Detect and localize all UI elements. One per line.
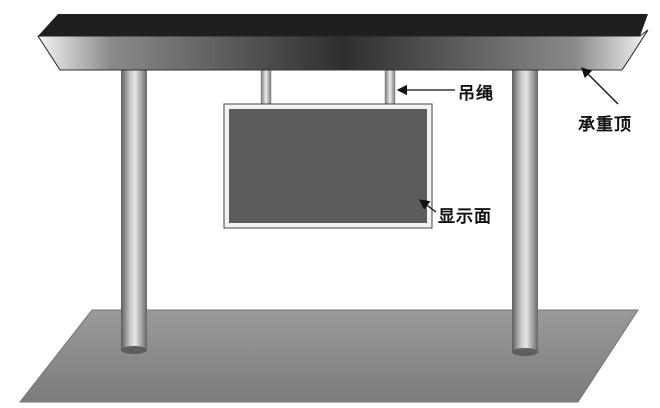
left-pillar	[121, 68, 147, 354]
bearing-roof	[37, 14, 649, 71]
rope-label: 吊绳	[458, 84, 494, 104]
right-pillar	[512, 68, 538, 356]
roof-arrow	[581, 67, 619, 105]
ground-slab	[18, 309, 639, 403]
display-board	[223, 103, 433, 229]
display-arrow	[418, 199, 437, 213]
right-hanging-rod	[384, 67, 396, 107]
roof-label: 承重顶	[578, 115, 632, 135]
left-hanging-rod	[260, 67, 272, 107]
display-label: 显示面	[438, 207, 492, 227]
